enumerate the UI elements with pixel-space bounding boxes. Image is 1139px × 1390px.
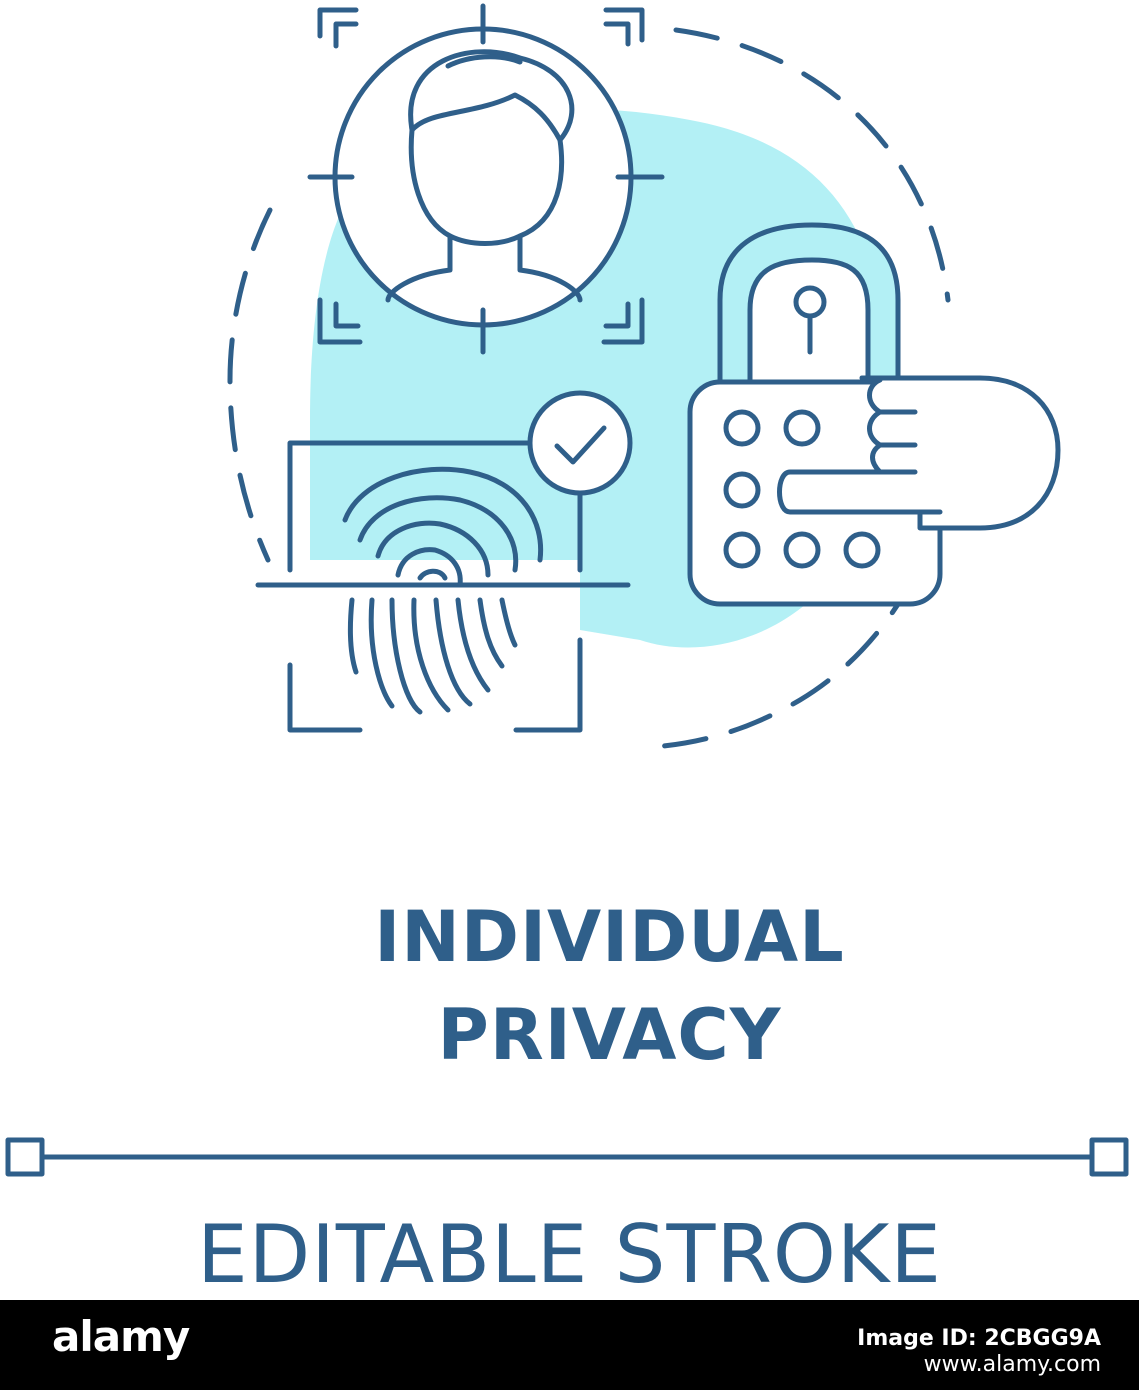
pointing-hand-icon	[777, 375, 1061, 531]
title-line-1: INDIVIDUAL	[374, 896, 845, 978]
title-line-2: PRIVACY	[437, 994, 782, 1076]
editable-stroke-line	[5, 1137, 1129, 1177]
editable-stroke-caption: EDITABLE STROKE	[197, 1208, 942, 1301]
stock-footer-bar: alamy Image ID: 2CBGG9A www.alamy.com	[0, 1300, 1139, 1390]
fingerprint-scanner-icon	[255, 440, 631, 733]
image-id-text: Image ID: 2CBGG9A	[857, 1326, 1101, 1351]
check-badge-icon	[527, 390, 633, 496]
person-target-icon	[307, 3, 665, 355]
website-url[interactable]: www.alamy.com	[923, 1352, 1101, 1377]
brand-logo[interactable]: alamy	[52, 1312, 190, 1361]
individual-privacy-illustration	[5, 3, 1129, 1177]
